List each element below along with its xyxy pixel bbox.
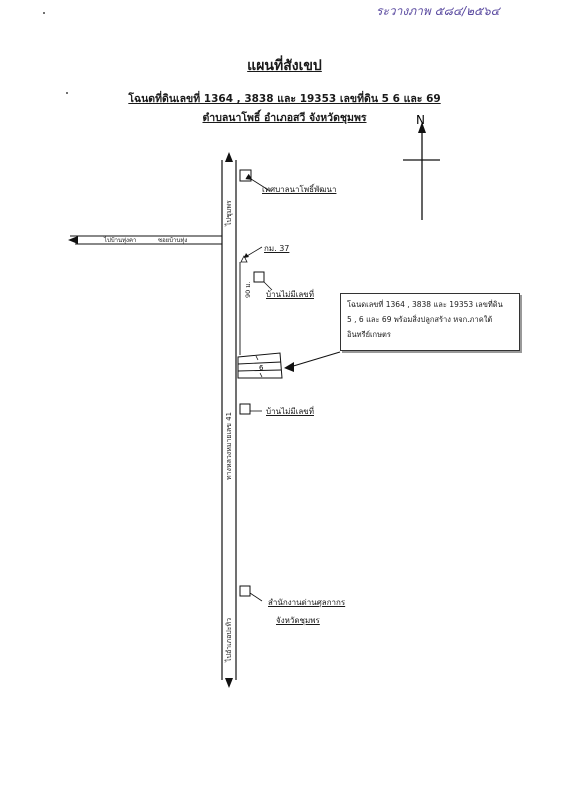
location-subtitle: ตำบลนาโพธิ์ อำเภอสวี จังหวัดชุมพร (202, 112, 367, 124)
building-icon (239, 403, 251, 415)
callout-line-2: 5 , 6 และ 69 พร้อมสิ่งปลูกสร้าง หจก.ภาคใ… (347, 315, 493, 324)
leader-line (245, 173, 271, 192)
customs-office-label-1: สำนักงานด่านศุลกากร (268, 598, 346, 607)
building-icon (239, 585, 251, 597)
speck (66, 92, 68, 94)
callout-line-3: อินทรีย์เกษตร (347, 330, 391, 339)
west-side-road (68, 235, 222, 245)
map-title: แผนที่สังเขป (247, 58, 322, 74)
north-label: N (416, 113, 425, 127)
speck (43, 12, 45, 14)
land-plots (237, 352, 283, 379)
west-road-label-1: ไปบ้านทุ่งคา (104, 237, 137, 244)
down-arrow-icon (225, 678, 233, 688)
leader-line (249, 592, 263, 602)
to-pathio-label: ไปอำเภอปะทิว (225, 617, 233, 662)
left-arrow-icon (68, 236, 78, 244)
to-chumphon-label: ไปชุมพร (225, 200, 233, 226)
plot-number-label: 6 (259, 364, 264, 372)
house-no-number-label-1: บ้านไม่มีเลขที่ (266, 290, 314, 299)
distance-90m-label: 90 ม. (244, 281, 252, 298)
house-no-number-label-2: บ้านไม่มีเลขที่ (266, 407, 314, 416)
highway-41-road (221, 152, 237, 688)
handwritten-stamp: ระวางภาพ ๕๘๔/๒๕๖๔ (376, 4, 500, 18)
callout-pointer (289, 351, 341, 368)
km-37-marker-icon (240, 246, 263, 263)
callout-line-1: โฉนดเลขที่ 1364 , 3838 และ 19353 เลขที่ด… (347, 300, 503, 309)
km-37-label: กม. 37 (264, 244, 290, 253)
up-arrow-icon (225, 152, 233, 162)
deed-callout-box: โฉนดเลขที่ 1364 , 3838 และ 19353 เลขที่ด… (340, 293, 520, 351)
callout-arrow-icon (284, 362, 294, 372)
deed-numbers-subtitle: โฉนดที่ดินเลขที่ 1364 , 3838 และ 19353 เ… (128, 93, 441, 105)
municipality-label: เทศบาลนาโพธิ์พัฒนา (262, 185, 337, 194)
highway-41-label: ทางหลวงหมายเลข 41 (225, 411, 233, 480)
customs-office-label-2: จังหวัดชุมพร (276, 616, 320, 625)
building-icon (253, 271, 265, 283)
building-icon (239, 169, 252, 182)
west-road-label-2: ซอยบ้านทุ่ง (158, 237, 188, 244)
leader-line (263, 281, 273, 291)
north-arrow-icon (403, 122, 440, 220)
